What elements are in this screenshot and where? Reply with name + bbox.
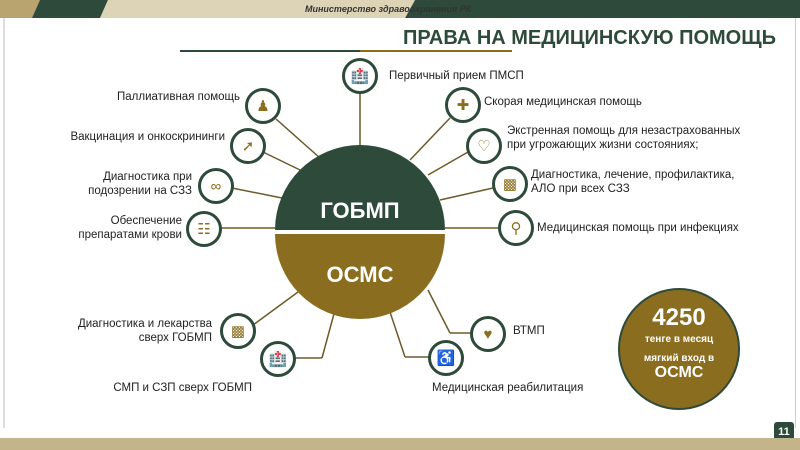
item-label: Диагностика, лечение, профилактика, АЛО …: [531, 169, 735, 195]
item-label: Диагностика и лекарства сверх ГОБМП: [77, 318, 212, 344]
osms-semicircle: [275, 234, 445, 319]
wheelchair-icon: ♿: [428, 340, 464, 376]
title-underline-accent: [360, 50, 512, 52]
virus-search-icon: ⚲: [498, 210, 534, 246]
medical-cross-icon: ✚: [445, 87, 481, 123]
hospital-icon: 🏥: [342, 58, 378, 94]
right-border: [795, 18, 796, 428]
gobmp-label: ГОБМП: [320, 198, 400, 223]
medicine-bottle-icon: ▩: [220, 313, 256, 349]
page-title: ПРАВА НА МЕДИЦИНСКУЮ ПОМОЩЬ: [402, 27, 776, 49]
item-label: Медицинская помощь при инфекциях: [537, 222, 739, 234]
item-label: СМП и СЗП сверх ГОБМП: [113, 382, 252, 394]
footer-bar: [0, 438, 800, 450]
elderly-person-icon: ♟: [245, 88, 281, 124]
blood-tubes-icon: ☷: [186, 211, 222, 247]
item-label: Диагностика при подозрении на СЗЗ: [88, 171, 192, 197]
title-underline: [180, 50, 360, 52]
item-label: Обеспечение препаратами крови: [78, 215, 182, 241]
item-label: Скорая медицинская помощь: [484, 96, 642, 108]
badge-unit: тенге в месяц: [644, 334, 714, 345]
item-label: Паллиативная помощь: [117, 91, 240, 103]
badge-amount: 4250: [652, 304, 706, 331]
item-label: ВТМП: [513, 325, 545, 337]
price-badge: 4250 тенге в месяц мягкий вход в ОСМС: [618, 288, 740, 410]
page-number: 11: [774, 422, 794, 442]
badge-target: ОСМС: [654, 364, 704, 381]
item-label: Экстренная помощь для незастрахованных п…: [507, 125, 741, 151]
stethoscope-icon: ∞: [198, 168, 234, 204]
medicine-bottle-icon: ▩: [492, 166, 528, 202]
syringe-icon: ➚: [230, 128, 266, 164]
header-bar: [0, 0, 800, 18]
heart-icon: ♥: [470, 316, 506, 352]
item-label: Первичный прием ПМСП: [389, 70, 524, 82]
osms-label: ОСМС: [326, 262, 394, 287]
badge-note: мягкий вход в: [643, 353, 715, 364]
hospital-icon: 🏥: [260, 341, 296, 377]
heart-pulse-icon: ♡: [466, 128, 502, 164]
left-border: [3, 18, 5, 428]
ministry-label: Министерство здравоохранения РК: [305, 4, 472, 14]
gobmp-semicircle: [275, 145, 445, 230]
item-label: Медицинская реабилитация: [432, 382, 584, 394]
item-label: Вакцинация и онкоскрининги: [70, 131, 225, 143]
